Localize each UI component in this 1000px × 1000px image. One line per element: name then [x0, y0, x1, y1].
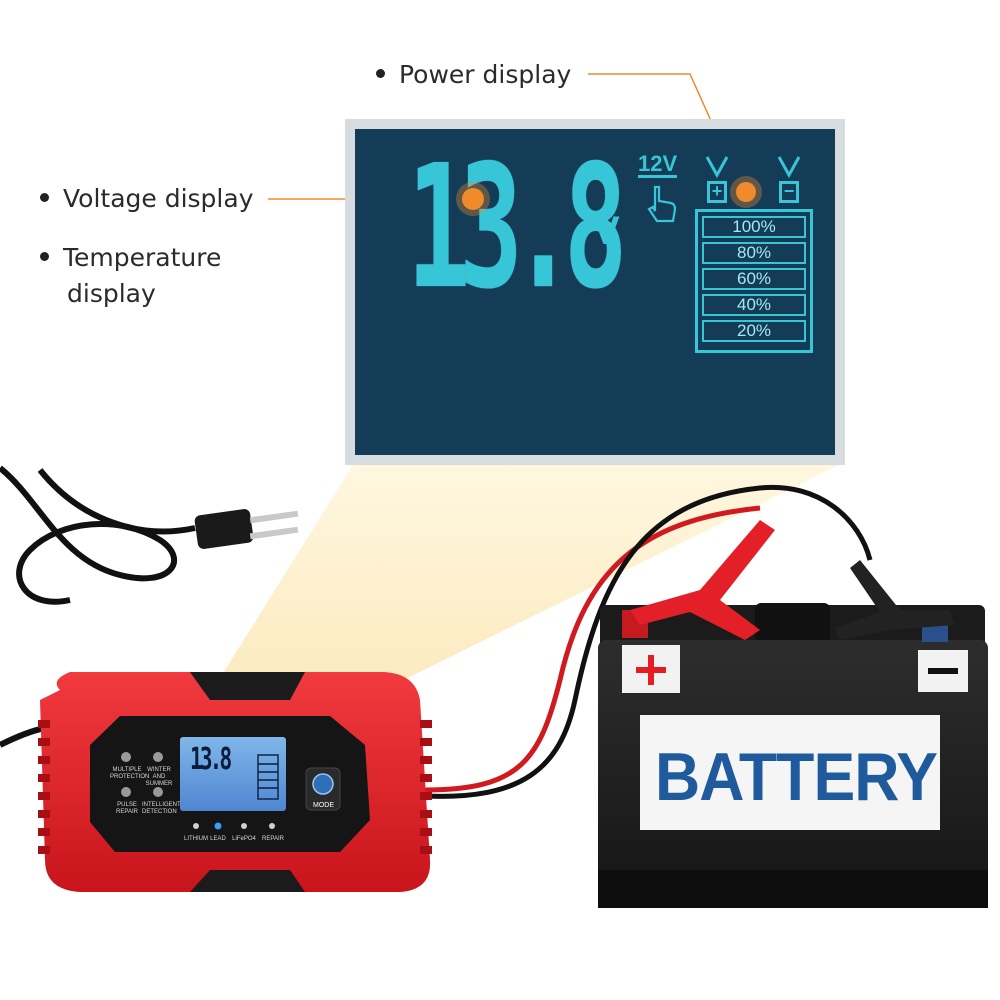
battery-label-plate	[640, 715, 940, 830]
battery-label: BATTERY	[655, 739, 938, 815]
red-clamp	[630, 520, 775, 640]
plug-body	[194, 509, 254, 549]
charger-lcd-reading: 13.8	[190, 742, 232, 777]
battery-level-meter: 100% 80% 60% 40% 20%	[695, 209, 813, 353]
positive-terminal-icon: +	[707, 181, 727, 203]
temperature-display-callout: Temperature display	[40, 240, 221, 312]
voltage-reading: 13.8	[407, 129, 627, 327]
voltage-highlight-dot	[462, 188, 484, 210]
bullet-icon	[40, 192, 49, 202]
feature-label-intelligent-detection: INTELLIGENT DETECTION	[142, 802, 181, 815]
feature-label-winter-summer: WINTER AND SUMMER	[145, 767, 173, 787]
power-highlight-dot	[736, 182, 756, 202]
power-display-callout: Power display	[376, 60, 571, 89]
negative-terminal-icon: −	[779, 181, 799, 203]
voltage-unit: V	[593, 209, 620, 253]
mode-12v-indicator: 12V	[638, 151, 678, 178]
mode-button-label: MODE	[313, 802, 334, 809]
indicator-label-lifepo4: LiFePO4	[232, 836, 256, 842]
feature-label-pulse-repair: PULSE REPAIR	[116, 802, 138, 815]
voltage-display-callout: Voltage display	[40, 184, 254, 213]
arrow-down-icon	[777, 156, 801, 179]
battery-level-20: 20%	[702, 320, 806, 342]
indicator-label-lithium: LITHIUM	[184, 836, 208, 842]
bullet-icon	[40, 251, 49, 261]
lcd-screen: 13.8 V 12V + − 100% 80% 60% 40% 20%	[355, 129, 835, 455]
pointing-hand-icon	[647, 185, 677, 223]
battery-level-100: 100%	[702, 216, 806, 238]
black-clamp	[835, 560, 955, 640]
battery-level-40: 40%	[702, 294, 806, 316]
bullet-icon	[376, 68, 385, 78]
black-cable	[424, 484, 873, 799]
arrow-down-icon	[705, 156, 729, 179]
indicator-label-lead: LEAD	[210, 836, 226, 842]
feature-label-multiple-protection: MULTIPLE PROTECTION	[110, 767, 150, 780]
battery-level-60: 60%	[702, 268, 806, 290]
red-cable	[424, 505, 761, 793]
power-cord	[0, 465, 178, 605]
lcd-zoom-panel: 13.8 V 12V + − 100% 80% 60% 40% 20%	[345, 119, 845, 465]
indicator-label-repair: REPAIR	[262, 836, 284, 842]
battery-level-80: 80%	[702, 242, 806, 264]
